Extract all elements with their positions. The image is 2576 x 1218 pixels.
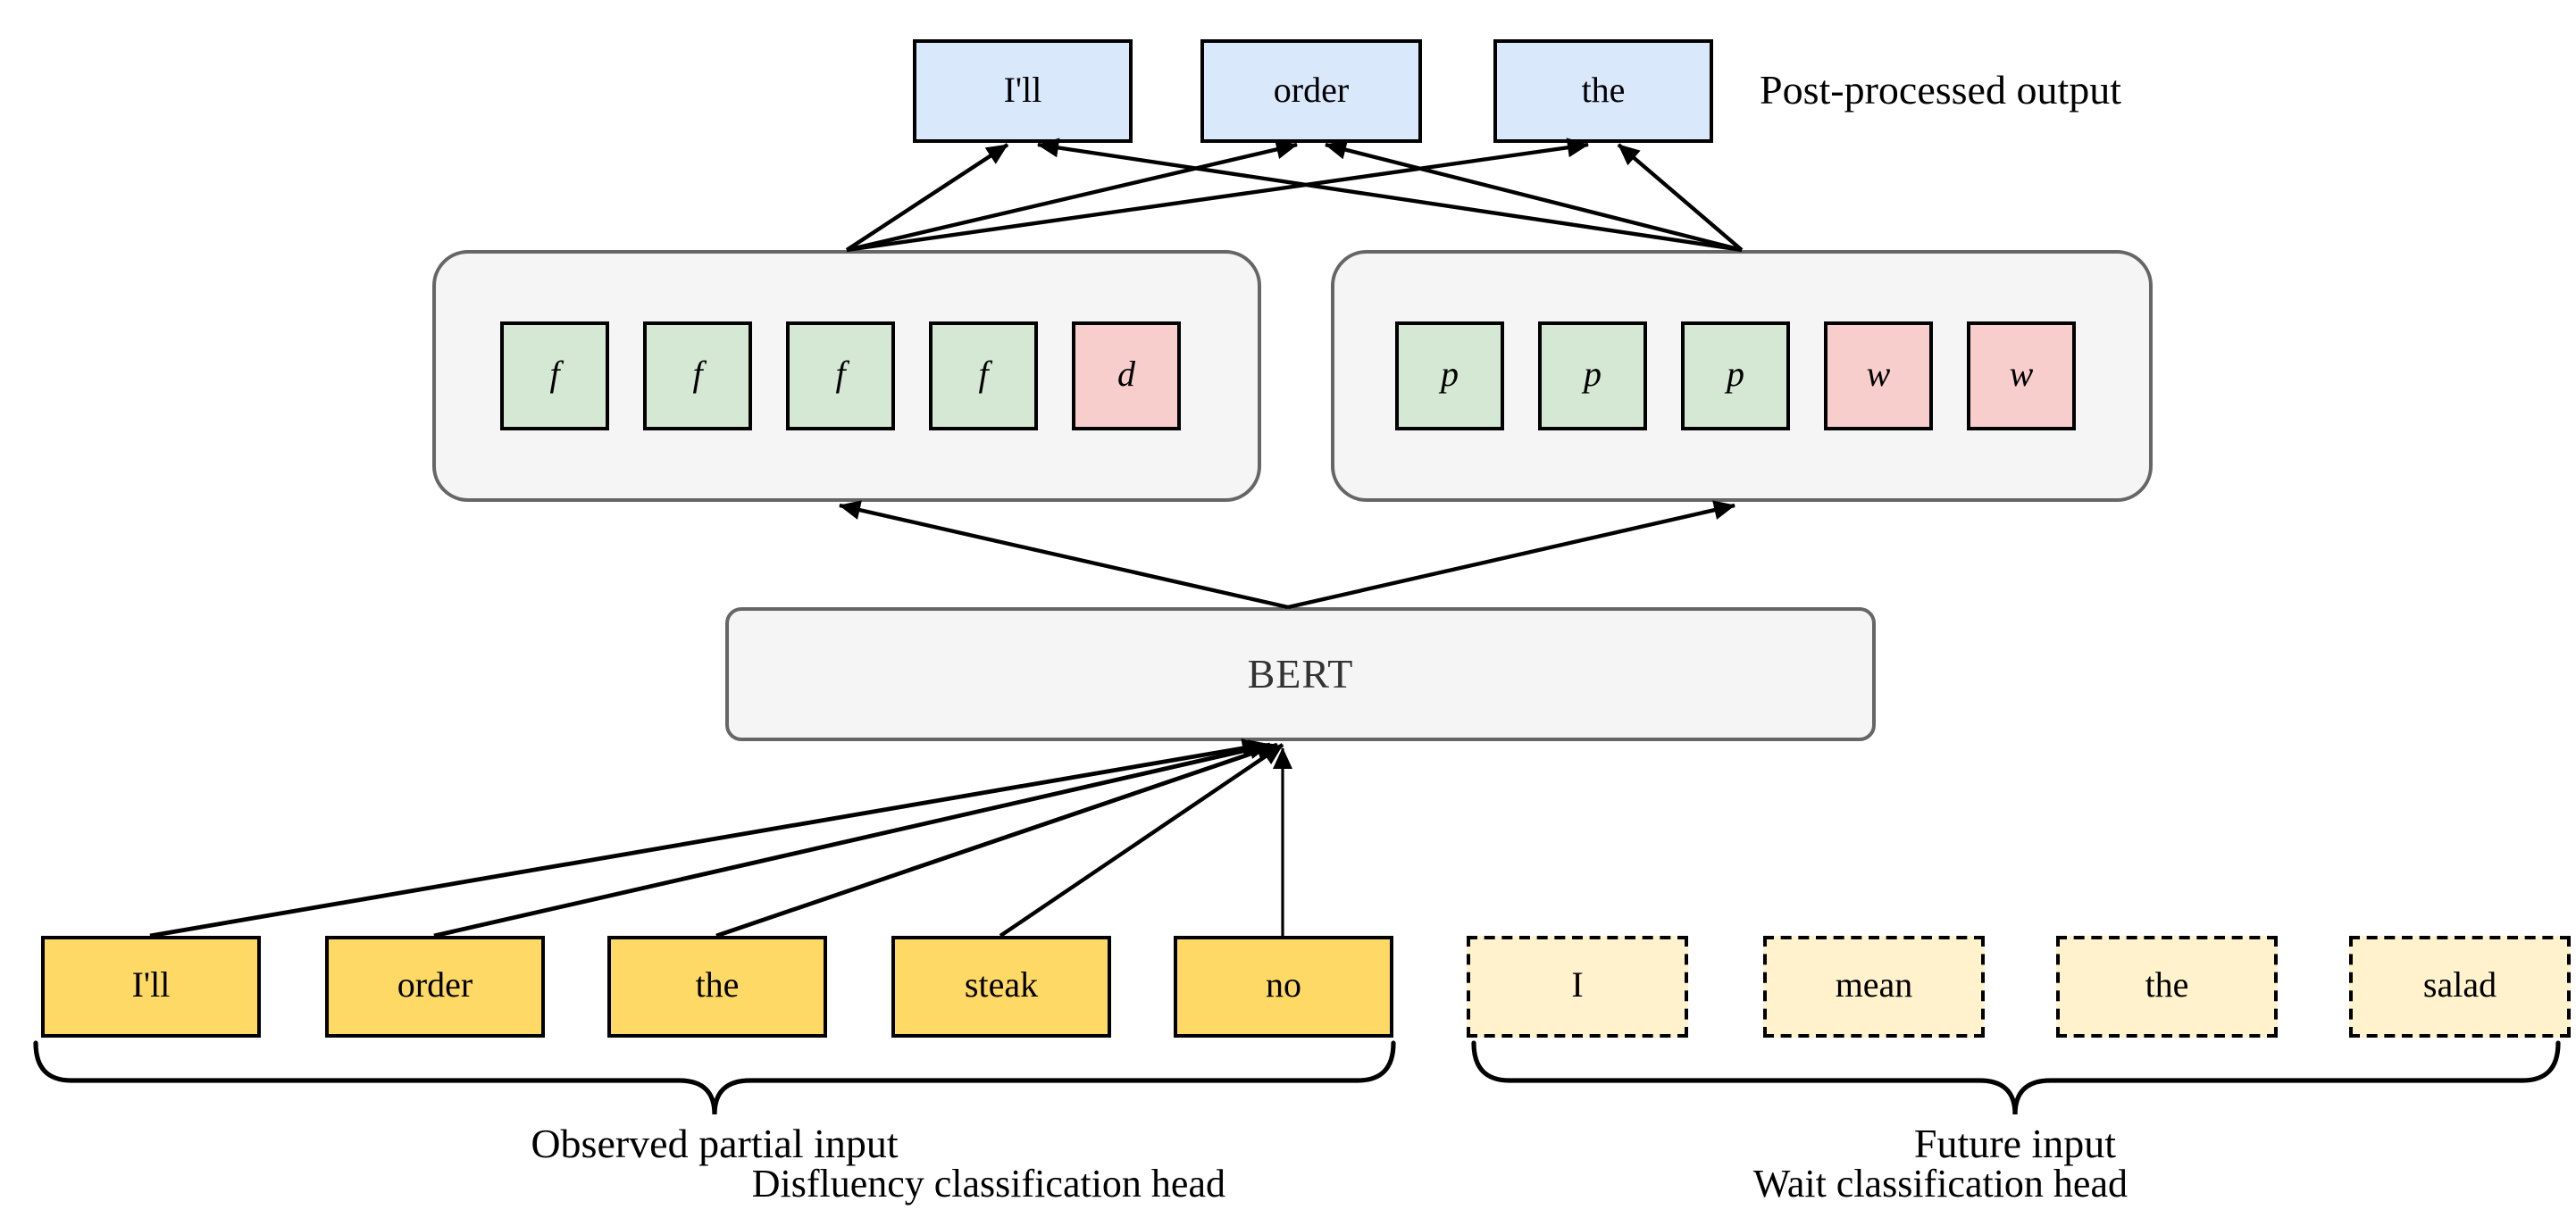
observed-brace bbox=[33, 1040, 1396, 1115]
observed-word-box: no bbox=[1174, 936, 1393, 1038]
head-to-output-arrows bbox=[845, 138, 1744, 253]
observed-word-box: order bbox=[325, 936, 545, 1038]
disfluency-cell: f bbox=[500, 321, 609, 430]
disfluency-head-caption: Disfluency classification head bbox=[751, 1161, 1225, 1205]
disfluency-cell: f bbox=[929, 321, 1038, 430]
future-word-box: mean bbox=[1763, 936, 1985, 1038]
observed-word-box: I'll bbox=[41, 936, 261, 1038]
future-brace bbox=[1471, 1040, 2561, 1115]
bert-box: BERT bbox=[725, 607, 1876, 741]
future-input-caption: Future input bbox=[1913, 1122, 2117, 1166]
wait-head-caption: Wait classification head bbox=[1752, 1161, 2128, 1205]
future-word-box: I bbox=[1467, 936, 1688, 1038]
output-word-box: I'll bbox=[913, 39, 1133, 143]
disfluency-cell: f bbox=[786, 321, 895, 430]
future-word-box: salad bbox=[2349, 936, 2571, 1038]
observed-word-box: steak bbox=[891, 936, 1111, 1038]
wait-cell: p bbox=[1681, 321, 1790, 430]
wait-cell: p bbox=[1395, 321, 1504, 430]
disfluency-cell: d bbox=[1072, 321, 1181, 430]
output-row-caption: Post-processed output bbox=[1760, 68, 2122, 113]
wait-cell: w bbox=[1967, 321, 2076, 430]
observed-input-caption: Observed partial input bbox=[531, 1122, 899, 1166]
wait-cell: w bbox=[1824, 321, 1933, 430]
output-word-box: order bbox=[1200, 39, 1422, 143]
wait-cell: p bbox=[1538, 321, 1647, 430]
disfluency-cell: f bbox=[643, 321, 752, 430]
future-word-box: the bbox=[2056, 936, 2278, 1038]
bert-to-head-arrows bbox=[839, 500, 1735, 610]
observed-word-box: the bbox=[607, 936, 827, 1038]
output-word-box: the bbox=[1493, 39, 1713, 143]
input-to-bert-arrows bbox=[149, 738, 1292, 939]
